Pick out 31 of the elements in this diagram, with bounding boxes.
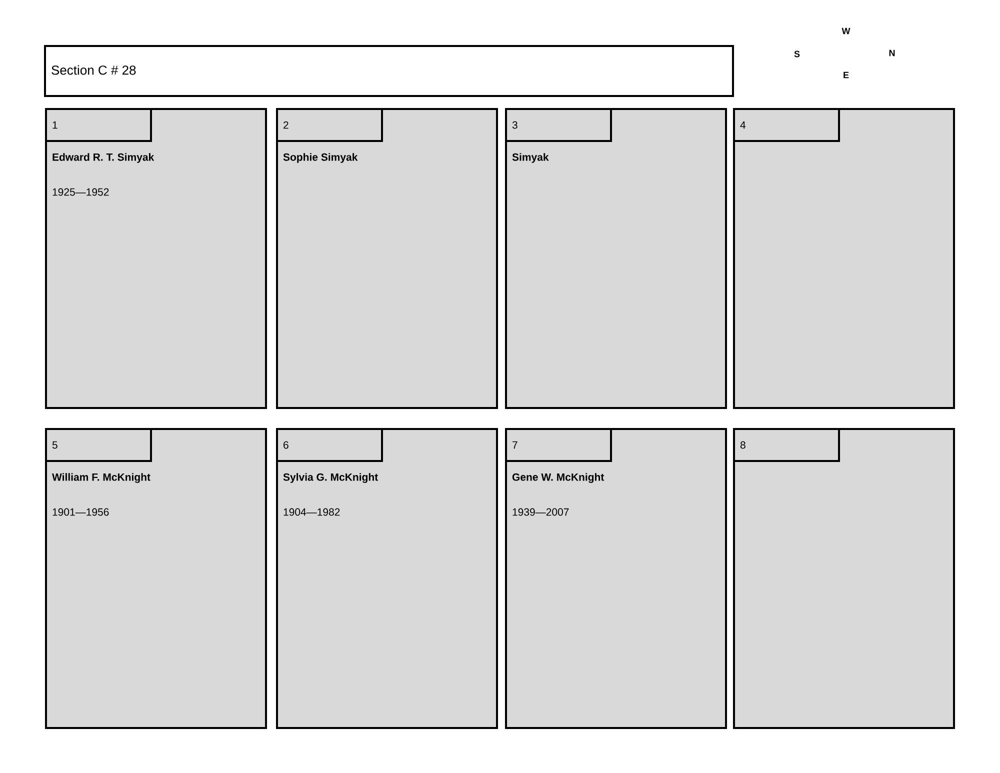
life-dates: 1901—1956: [52, 508, 109, 516]
plot-box: [45, 108, 267, 409]
person-name: William F. McKnight: [52, 473, 150, 483]
compass-letter: W: [842, 28, 850, 34]
number-tab: 3: [505, 108, 612, 142]
compass-letter: S: [794, 50, 800, 58]
number-tab: 5: [45, 428, 152, 462]
life-dates: 1904—1982: [284, 508, 340, 516]
title-box: Section C # 28: [44, 45, 734, 97]
compass-letter: E: [844, 72, 849, 78]
plot-box: [505, 428, 727, 729]
number-tab: 2: [276, 108, 383, 142]
number-tab: 7: [505, 428, 612, 462]
life-dates: 1925—1952: [52, 188, 109, 196]
plot-box: [276, 108, 498, 409]
plot-box: [505, 108, 727, 409]
number-tab: 6: [276, 428, 383, 462]
person-name: Sylvia G. McKnight: [283, 473, 378, 483]
number-tab: 8: [733, 428, 840, 462]
plot-box: [276, 428, 498, 729]
person-name: Sophie Simyak: [283, 153, 358, 163]
compass-letter: N: [889, 50, 895, 56]
number-tab: 1: [45, 108, 152, 142]
plot-box: [733, 428, 956, 729]
plot-box: [45, 428, 267, 729]
life-dates: 1939—2007: [512, 508, 569, 516]
person-name: Gene W. McKnight: [512, 473, 604, 483]
plot-box: [733, 108, 956, 409]
person-name: Edward R. T. Simyak: [52, 153, 154, 163]
number-tab: 4: [733, 108, 840, 142]
person-name: Simyak: [512, 153, 549, 163]
